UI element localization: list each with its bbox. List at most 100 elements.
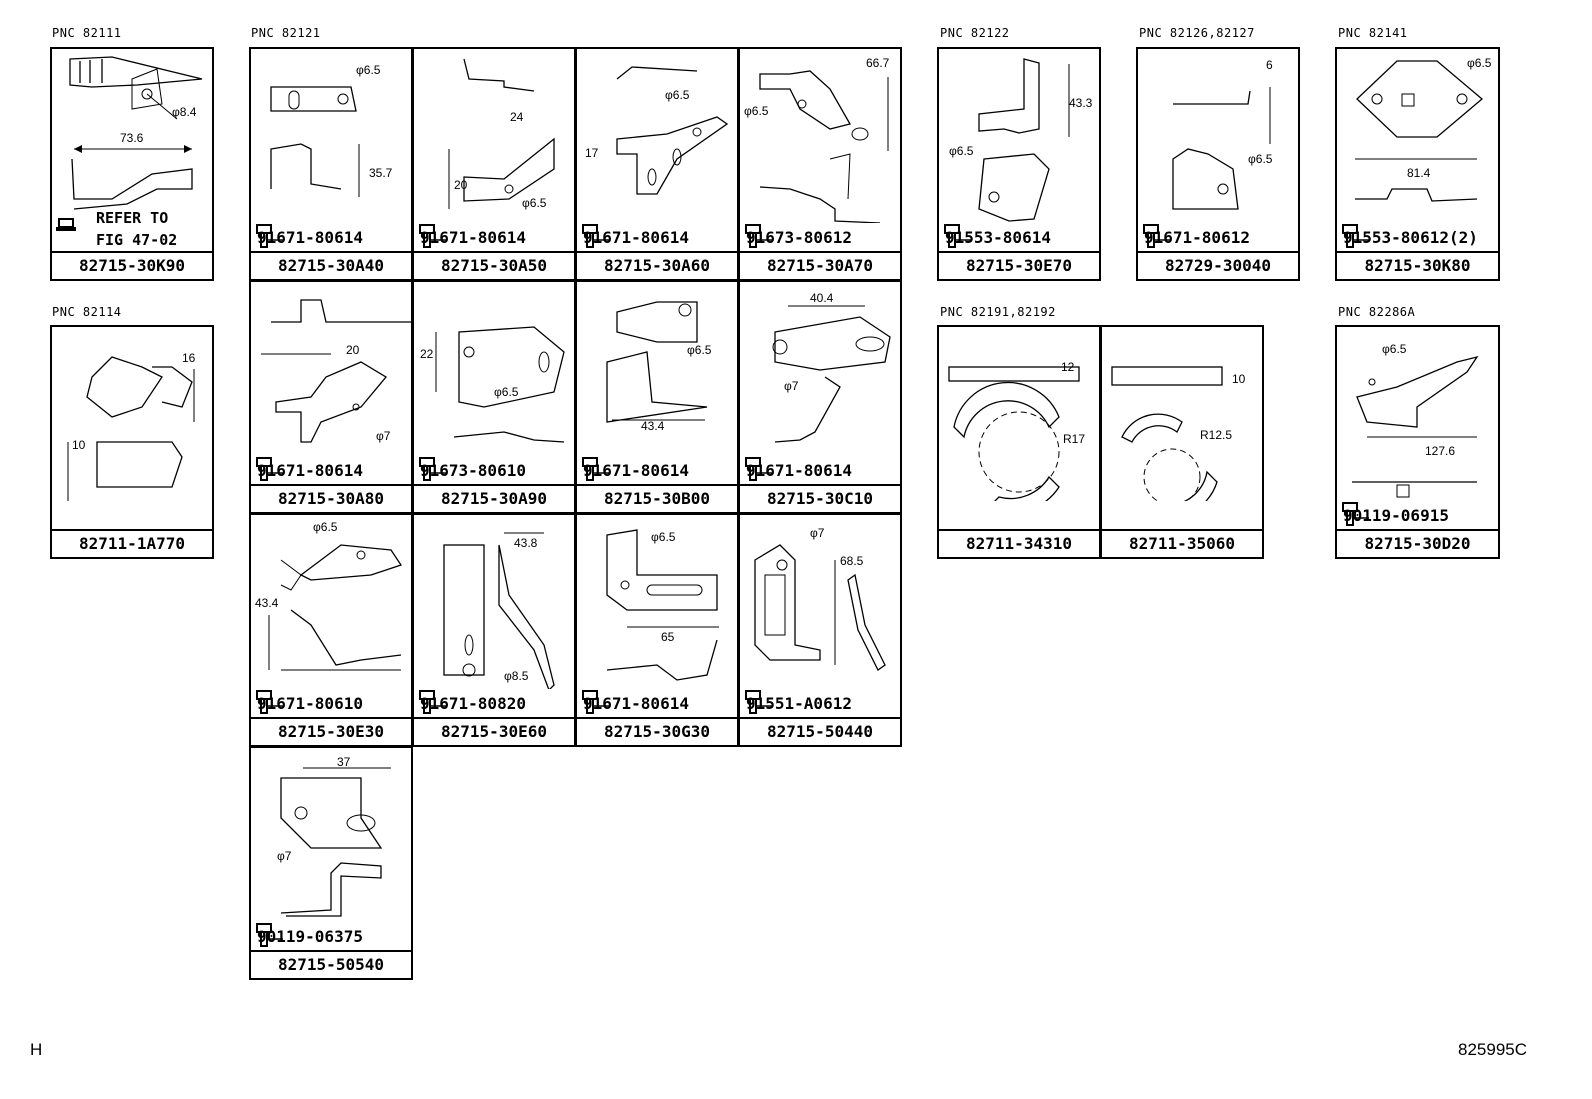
pnc-label-82141: PNC 82141 [1338, 26, 1408, 40]
bolt-icon [1342, 224, 1369, 248]
bolt-icon [419, 224, 446, 248]
dim-text: 43.8 [514, 536, 538, 550]
dim-text: 35.7 [369, 166, 393, 180]
part-number: 82715-30A80 [251, 484, 411, 512]
bolt-part-number: 90119-06375 [257, 926, 363, 946]
dim-text: 43.3 [1069, 96, 1093, 110]
pnc-label-82114: PNC 82114 [52, 305, 122, 319]
dim-text: 16 [182, 351, 196, 365]
part-number: 82715-30E60 [414, 717, 574, 745]
dim-text: 12 [1061, 360, 1075, 374]
pnc-label-82111: PNC 82111 [52, 26, 122, 40]
bolt-callout: 91553-80614 [943, 223, 1051, 251]
dim-text: φ6.5 [687, 343, 712, 357]
bolt-part-number: 91671-80610 [257, 693, 363, 713]
part-number: 82715-30D20 [1337, 529, 1498, 557]
dim-text: φ6.5 [522, 196, 547, 210]
dim-text: φ7 [810, 526, 825, 540]
dim-text: φ6.5 [313, 520, 338, 534]
bolt-icon [745, 690, 772, 714]
dim-text: φ6.5 [651, 530, 676, 544]
dim-text: φ6.5 [744, 104, 769, 118]
bolt-icon [745, 457, 772, 481]
bolt-callout: 91671-80614 [418, 223, 526, 251]
bolt-icon [1143, 224, 1170, 248]
dim-text: 17 [585, 146, 599, 160]
dim-text: φ6.5 [1467, 56, 1492, 70]
bolt-icon [256, 457, 283, 481]
pnc-label-82126: PNC 82126,82127 [1139, 26, 1255, 40]
part-cell-82715-30E30[interactable]: φ6.5 43.4 91671-80610 82715-30E30 [249, 513, 413, 747]
dim-text: φ8.5 [504, 669, 529, 683]
part-number: 82715-30E30 [251, 717, 411, 745]
bracket-drawing: 43.3 φ6.5 [949, 58, 1093, 222]
pnc-label-82122: PNC 82122 [940, 26, 1010, 40]
dim-text: R12.5 [1200, 428, 1232, 442]
dim-text: φ6.5 [1382, 342, 1407, 356]
dim-text: φ6.5 [494, 385, 519, 399]
bolt-callout: 91551-A0612 [744, 689, 852, 717]
bolt-callout: 90119-06375 [255, 922, 363, 950]
bolt-callout: 90119-06915 [1341, 501, 1449, 529]
bracket-drawing: 66.7 φ6.5 [744, 56, 890, 223]
bracket-drawing: φ6.565 [606, 529, 719, 681]
bracket-drawing: φ8.4 73.6 [69, 56, 203, 210]
part-number: 82715-30A40 [251, 251, 411, 279]
bracket-drawing: 6φ6.5 [1172, 58, 1273, 210]
part-number: 82715-30A60 [577, 251, 737, 279]
bolt-icon [745, 224, 772, 248]
dim-text: 24 [510, 110, 524, 124]
part-cell-82715-30K90[interactable]: φ8.4 73.6 REFER TO FIG 47-02 82715-30K90 [50, 47, 214, 281]
part-number: 82715-30G30 [577, 717, 737, 745]
part-number: 82715-30K90 [52, 251, 212, 279]
bolt-part-number: 91671-80612 [1144, 227, 1250, 247]
dim-text: 73.6 [120, 131, 144, 145]
bolt-icon [256, 923, 283, 947]
bolt-callout: 91671-80614 [581, 456, 689, 484]
dim-text: φ6.5 [949, 144, 974, 158]
bolt-part-number: 91671-80614 [583, 460, 689, 480]
bolt-icon [1342, 502, 1369, 526]
figure-number: 825995C [1458, 1040, 1528, 1059]
bracket-drawing: 40.4φ7 [772, 291, 891, 443]
bracket-drawing: φ6.5 35.7 [270, 63, 393, 197]
dim-text: φ6.5 [356, 63, 381, 77]
part-number: 82715-30C10 [740, 484, 900, 512]
part-number: 82711-1A770 [52, 529, 212, 557]
dim-text: 66.7 [866, 56, 890, 70]
part-number: 82715-30A70 [740, 251, 900, 279]
bolt-callout: 91671-80614 [581, 223, 689, 251]
bracket-drawing: φ6.581.4 [1355, 56, 1492, 202]
bolt-callout: 91671-80612 [1142, 223, 1250, 251]
part-number: 82711-35060 [1102, 529, 1262, 557]
bolt-callout: 91671-80614 [255, 456, 363, 484]
dim-text: 43.4 [255, 596, 279, 610]
bolt-callout: 91553-80612(2) [1341, 223, 1478, 251]
bolt-icon [256, 224, 283, 248]
dim-text: 10 [72, 438, 86, 452]
